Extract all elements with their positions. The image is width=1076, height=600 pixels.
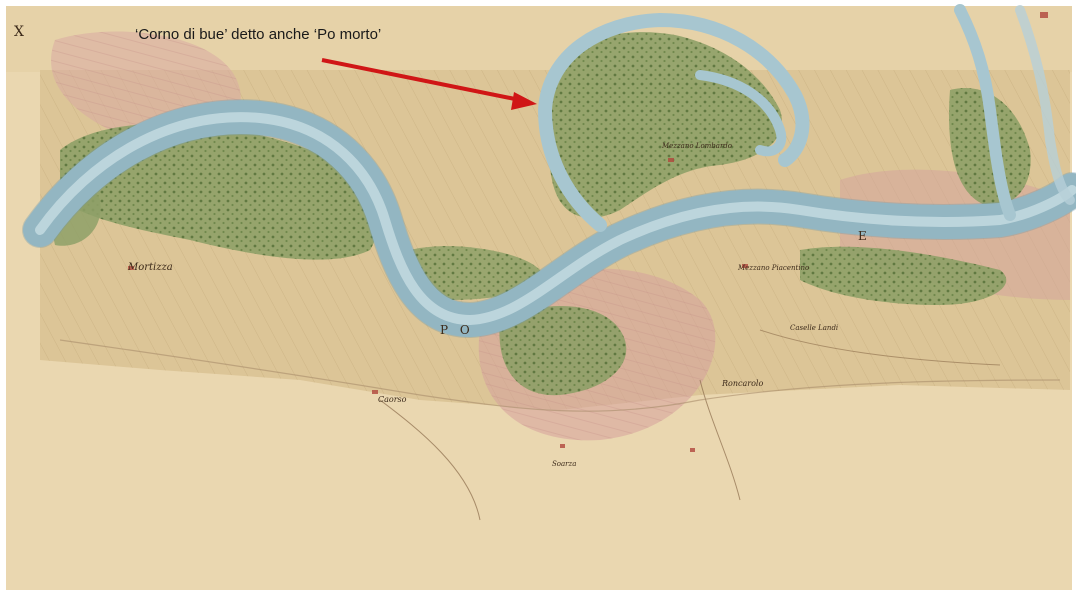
tributary-east-outer xyxy=(1015,5,1075,205)
settlement-marker xyxy=(128,266,134,270)
place-label-mezzano-piacentino: Mezzano Piacentino xyxy=(737,264,809,272)
sheet-number: X xyxy=(14,24,24,40)
place-label-caselle-landi: Caselle Landi xyxy=(790,324,838,332)
woods-mid-trees xyxy=(407,246,542,300)
river-label-e: E xyxy=(858,229,867,243)
annotation-arrow-shaft xyxy=(321,58,521,102)
settlement-marker xyxy=(560,444,565,448)
road-southeast xyxy=(699,379,741,501)
town-label-roncarolo: Roncarolo xyxy=(721,379,763,388)
place-label-soarza: Soarza xyxy=(552,460,576,468)
road-east xyxy=(759,329,1001,366)
town-label-caorso: Caorso xyxy=(378,395,407,404)
annotation-arrow-head xyxy=(511,92,537,110)
place-label-mezzano-lombardo: Mezzano Lombardo xyxy=(661,142,732,150)
annotation-caption: ‘Corno di bue’ detto anche ‘Po morto’ xyxy=(135,26,382,43)
paper-bottom-margin xyxy=(0,590,1076,595)
road-south xyxy=(379,399,481,521)
town-label-mortizza: Mortizza xyxy=(127,262,173,273)
oxbow-channel xyxy=(537,12,810,232)
settlement-marker xyxy=(742,264,748,268)
settlement-marker xyxy=(668,158,674,162)
settlement-marker xyxy=(690,448,695,452)
woods-east-trees xyxy=(800,246,1007,305)
woods-center-south-trees xyxy=(499,306,627,396)
oxbow-channel-inner xyxy=(695,70,787,157)
river-label-po: P O xyxy=(440,323,474,337)
po-river-current xyxy=(35,112,1076,326)
settlement-marker xyxy=(1040,12,1048,18)
settlements xyxy=(128,12,1048,452)
tributary-east xyxy=(954,4,1016,221)
embankment-line xyxy=(59,339,1061,412)
settlement-marker xyxy=(372,390,378,394)
